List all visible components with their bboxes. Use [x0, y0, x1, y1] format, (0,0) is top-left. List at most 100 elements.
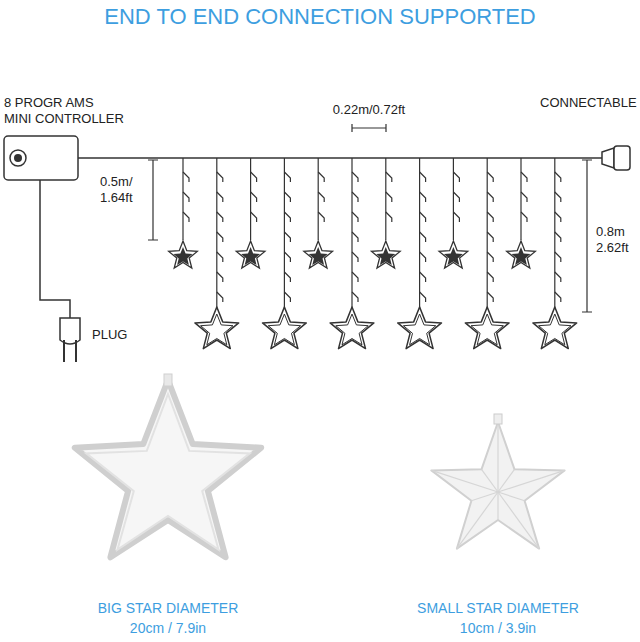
bulb	[487, 192, 493, 202]
big-star	[263, 307, 307, 349]
bulb	[217, 292, 223, 302]
bulb	[453, 212, 459, 222]
big-star	[195, 307, 239, 349]
big-star	[330, 307, 374, 349]
spacing-dimension	[352, 124, 386, 132]
bulb	[352, 232, 358, 242]
plug-wire	[40, 180, 70, 318]
bulb	[420, 192, 426, 202]
bulb	[487, 212, 493, 222]
small-star	[439, 241, 468, 268]
bulb	[352, 212, 358, 222]
big-star-inner	[336, 314, 368, 345]
bulb	[420, 252, 426, 262]
dimension-label: 2.62ft	[596, 241, 629, 256]
bulb	[352, 292, 358, 302]
short-strand-dimension	[148, 160, 158, 240]
bulb	[284, 172, 290, 182]
dimension-label: BIG STAR DIAMETER	[98, 600, 239, 616]
star-facet	[457, 492, 498, 549]
heading: END TO END CONNECTION SUPPORTED	[104, 4, 536, 29]
dimension-label: 20cm / 7.9in	[130, 620, 206, 636]
long-strand-dimension	[582, 160, 592, 312]
small-star-core	[444, 247, 463, 265]
bulb	[318, 172, 324, 182]
bulb	[453, 172, 459, 182]
bulb	[487, 252, 493, 262]
bulb	[217, 252, 223, 262]
bulb	[352, 192, 358, 202]
bulb	[555, 252, 561, 262]
connector-label: CONNECTABLE	[540, 96, 637, 111]
dimension-label: 0.5m/	[100, 175, 133, 190]
controller-button	[10, 150, 26, 166]
plug-prong	[63, 340, 65, 362]
big-star-inner	[201, 314, 233, 345]
bulb	[284, 192, 290, 202]
controller-button-center	[14, 154, 22, 162]
strand-wire	[250, 158, 251, 240]
bulb	[251, 212, 257, 222]
bulb	[217, 212, 223, 222]
dimension-label: 1.64ft	[100, 191, 133, 206]
small-star	[169, 241, 198, 268]
controller-label: MINI CONTROLLER	[4, 112, 124, 127]
bulb	[555, 292, 561, 302]
star-cap	[494, 414, 502, 424]
strand-wire	[182, 158, 183, 240]
plug-label: PLUG	[92, 328, 127, 343]
bulb	[352, 252, 358, 262]
bulb	[318, 192, 324, 202]
bulb	[284, 212, 290, 222]
big-star	[465, 307, 509, 349]
plug-prong	[75, 340, 77, 362]
bulb	[420, 212, 426, 222]
bulb	[521, 212, 527, 222]
bulb	[555, 232, 561, 242]
star-facet	[431, 470, 498, 492]
bulb	[318, 212, 324, 222]
bulb	[555, 212, 561, 222]
star-facet	[498, 492, 539, 549]
small-star-illustration	[431, 414, 564, 549]
star-facet	[498, 470, 565, 492]
bulb	[284, 292, 290, 302]
bulb	[284, 272, 290, 282]
strand-wire	[318, 158, 319, 240]
bulb	[386, 172, 392, 182]
star-facet	[471, 492, 498, 501]
big-star-illustration	[75, 374, 261, 557]
big-star-inner	[403, 314, 435, 345]
bulb	[183, 212, 189, 222]
small-star	[507, 241, 536, 268]
controller-box	[4, 136, 78, 180]
bulb	[352, 272, 358, 282]
connector-end	[602, 148, 614, 168]
star-facet	[498, 469, 515, 492]
bulb	[217, 172, 223, 182]
controller-label: 8 PROGR AMS	[4, 96, 94, 111]
bulb	[284, 252, 290, 262]
bulb	[183, 192, 189, 202]
star-facet	[497, 492, 498, 520]
bulb	[420, 272, 426, 282]
big-star	[533, 307, 577, 349]
bulb	[521, 192, 527, 202]
bulb	[386, 212, 392, 222]
strand-wire	[385, 158, 386, 240]
connector-socket	[614, 146, 630, 170]
star-facet	[497, 422, 498, 492]
big-star	[398, 307, 442, 349]
bulb	[284, 232, 290, 242]
bulb	[453, 192, 459, 202]
small-star	[236, 241, 265, 268]
strand-wire	[520, 158, 521, 240]
bulb	[487, 292, 493, 302]
bulb	[183, 172, 189, 182]
bulb	[555, 272, 561, 282]
small-star	[372, 241, 401, 268]
big-star-inner	[471, 314, 503, 345]
dimension-label: SMALL STAR DIAMETER	[417, 600, 579, 616]
small-star-core	[174, 247, 193, 265]
bulb	[420, 292, 426, 302]
